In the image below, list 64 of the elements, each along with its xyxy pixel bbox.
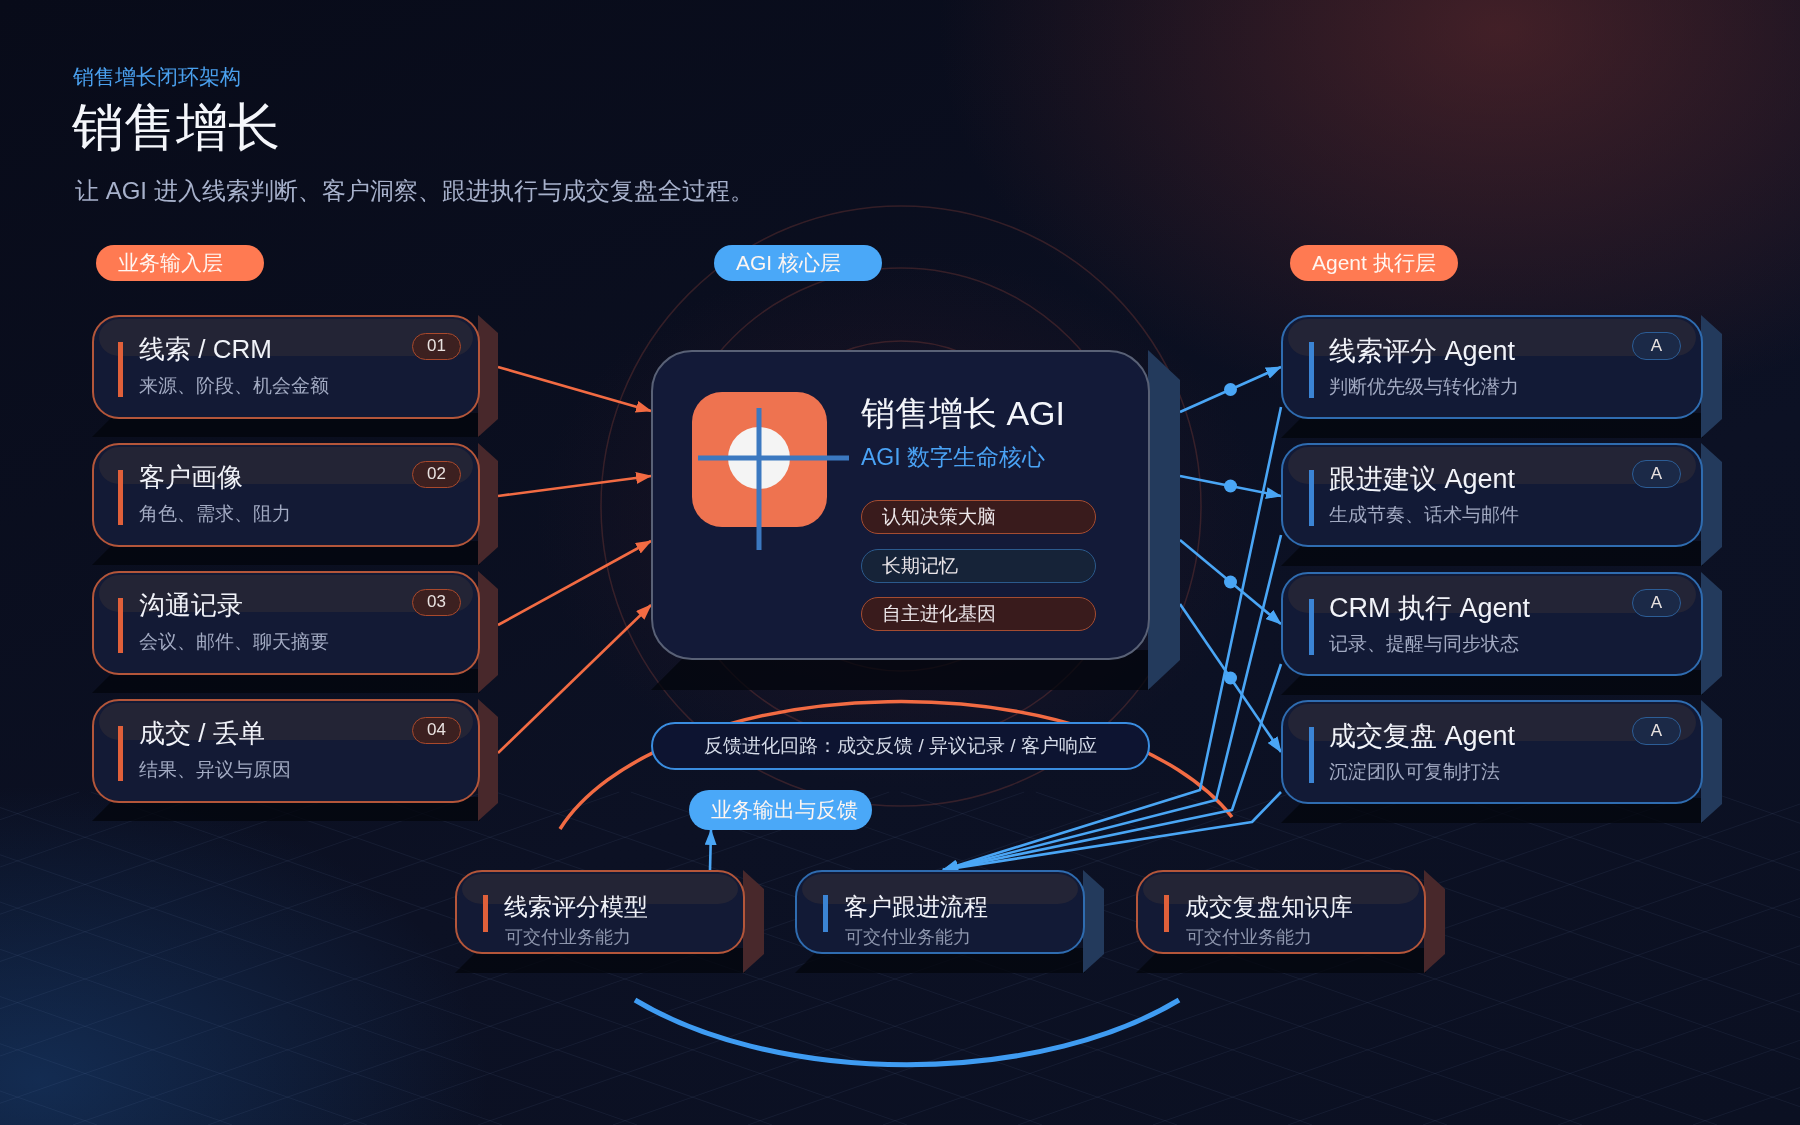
capability-tag: 认知决策大脑 [861,500,1096,534]
agent-card [1281,700,1722,823]
arrow [497,604,652,754]
card-title: 线索 / CRM [139,333,272,367]
card-subtitle: 生成节奏、话术与邮件 [1329,502,1519,527]
agent-badge: A [1632,332,1681,360]
card-title: 沟通记录 [139,589,243,623]
agent-card [1281,315,1722,438]
page-title: 销售增长 [72,97,280,158]
input-card [92,571,498,693]
step-number-badge: 02 [412,461,461,488]
feedback-loop-pill: 反馈进化回路：成交反馈 / 异议记录 / 客户响应 [651,722,1150,770]
card-title: 线索评分 Agent [1329,335,1516,369]
capability-tag: 自主进化基因 [861,597,1096,631]
card-subtitle: 可交付业务能力 [1186,926,1312,950]
card-subtitle: 来源、阶段、机会金额 [139,373,329,398]
card-title: 客户画像 [139,461,243,495]
input-card [92,315,498,437]
card-title: 跟进建议 Agent [1329,463,1516,497]
arrow [942,406,1283,872]
card-title: 客户跟进流程 [844,892,988,923]
arrow [497,472,652,498]
agent-badge: A [1632,460,1681,488]
card-subtitle: 沉淀团队可复制打法 [1329,759,1500,784]
agent-card [1281,443,1722,566]
capability-card [795,870,1104,973]
card-subtitle: 结果、异议与原因 [139,757,291,782]
arrow [497,365,652,413]
capability-tag: 长期记忆 [861,549,1096,583]
input-card [92,443,498,565]
arrow [1179,474,1282,499]
layer-pill: 业务输出与反馈 [689,790,872,830]
step-number-badge: 01 [412,333,461,360]
capability-card [455,870,764,973]
arrow [497,539,652,627]
capability-card [1136,870,1445,973]
card-subtitle: 会议、邮件、聊天摘要 [139,629,329,654]
core-title: 销售增长 AGI [861,392,1066,434]
card-title: 成交复盘 Agent [1329,720,1516,754]
core-subtitle: AGI 数字生命核心 [861,443,1045,473]
card-subtitle: 可交付业务能力 [845,926,971,950]
card-title: 成交复盘知识库 [1185,892,1353,923]
arrow [1179,365,1282,414]
page-subtitle: 让 AGI 进入线索判断、客户洞察、跟进执行与成交复盘全过程。 [75,176,754,206]
card-subtitle: 角色、需求、阻力 [139,501,291,526]
card-title: 成交 / 丢单 [139,717,265,751]
card-subtitle: 可交付业务能力 [505,926,631,950]
step-number-badge: 03 [412,589,461,616]
card-subtitle: 记录、提醒与同步状态 [1329,631,1519,656]
core-card [651,350,1180,690]
eyebrow-text: 销售增长闭环架构 [73,64,241,90]
layer-pill: 业务输入层 [96,245,264,281]
input-card [92,699,498,821]
card-subtitle: 判断优先级与转化潜力 [1329,374,1519,399]
agent-badge: A [1632,717,1681,745]
agent-badge: A [1632,589,1681,617]
arrow [704,829,717,871]
step-number-badge: 04 [412,717,461,744]
card-title: 线索评分模型 [504,892,648,923]
card-title: CRM 执行 Agent [1329,592,1531,626]
layer-pill: AGI 核心层 [714,245,882,281]
agent-card [1281,572,1722,695]
layer-pill: Agent 执行层 [1290,245,1458,281]
arrow [1179,539,1282,625]
